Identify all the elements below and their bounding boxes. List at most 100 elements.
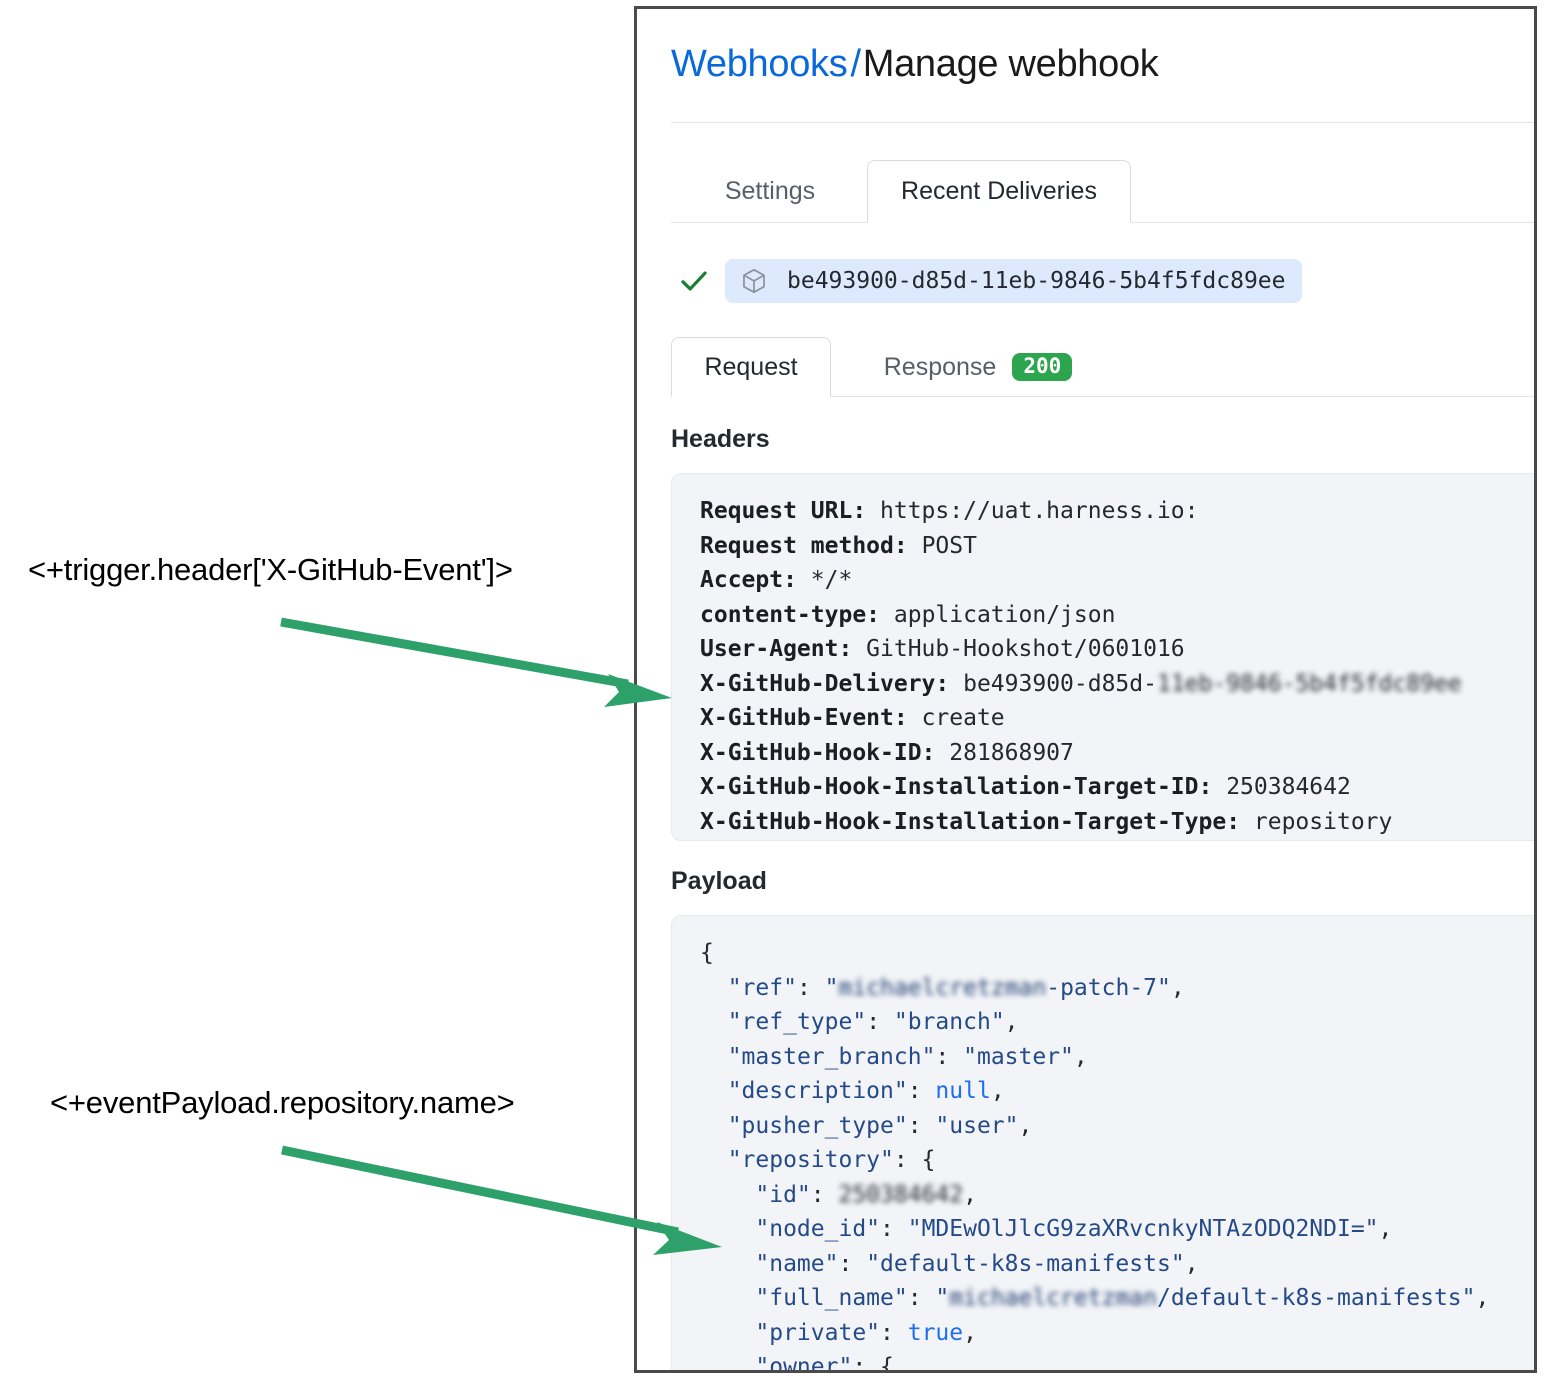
json-punct bbox=[700, 1354, 755, 1370]
json-punct: , bbox=[1004, 1009, 1019, 1035]
json-punct: , bbox=[963, 1181, 977, 1208]
payload-line: "ref": "michaelcretzman-patch-7", bbox=[700, 971, 1534, 1006]
header-key: User-Agent: bbox=[700, 636, 867, 662]
payload-line: "description": null, bbox=[700, 1074, 1534, 1109]
json-punct: : bbox=[880, 1216, 908, 1242]
webhook-detail-card: Webhooks/Manage webhook Settings Recent … bbox=[634, 6, 1537, 1373]
json-string: "default-k8s-manifests" bbox=[866, 1250, 1185, 1277]
tab-request[interactable]: Request bbox=[671, 337, 831, 397]
page-title: Webhooks/Manage webhook bbox=[671, 9, 1534, 85]
header-value: be493900-d85d- bbox=[963, 670, 1157, 697]
json-punct: : bbox=[880, 1319, 908, 1346]
json-punct: { bbox=[700, 940, 714, 966]
cube-icon bbox=[739, 266, 769, 296]
json-string: "branch" bbox=[893, 1009, 1005, 1035]
header-key: Request method: bbox=[700, 532, 922, 559]
json-punct: , bbox=[1475, 1285, 1490, 1311]
header-key: X-GitHub-Hook-Installation-Target-ID: bbox=[700, 774, 1227, 800]
breadcrumb-link-webhooks[interactable]: Webhooks bbox=[671, 43, 848, 85]
json-string: "user" bbox=[935, 1112, 1019, 1139]
json-string: "ref_type" bbox=[727, 1009, 867, 1035]
json-punct bbox=[700, 1182, 755, 1208]
header-value: GitHub-Hookshot/0601016 bbox=[866, 636, 1185, 662]
payload-line: "private": true, bbox=[700, 1316, 1534, 1351]
json-punct: : bbox=[838, 1250, 867, 1277]
payload-line: "owner": { bbox=[700, 1350, 1534, 1373]
payload-line: "full_name": "michaelcretzman/default-k8… bbox=[700, 1281, 1534, 1316]
json-string: "master" bbox=[963, 1043, 1074, 1070]
json-punct: : bbox=[907, 1112, 936, 1139]
json-string: "michaelcretzman/default-k8s-manifests" bbox=[935, 1285, 1475, 1311]
json-punct: , bbox=[1170, 974, 1185, 1001]
json-punct: : bbox=[796, 974, 825, 1001]
json-punct: : bbox=[907, 1285, 936, 1311]
json-string: "pusher_type" bbox=[727, 1112, 908, 1139]
tab-response-label: Response bbox=[883, 352, 997, 381]
json-literal: null bbox=[935, 1078, 991, 1104]
json-punct: , bbox=[1018, 1112, 1033, 1139]
header-line: X-GitHub-Delivery: be493900-d85d-11eb-98… bbox=[700, 667, 1534, 702]
json-punct bbox=[700, 1078, 728, 1104]
payload-line: "ref_type": "branch", bbox=[700, 1005, 1534, 1040]
header-line: X-GitHub-Hook-Installation-Target-Type: … bbox=[700, 805, 1534, 840]
tab-response[interactable]: Response 200 bbox=[833, 337, 1123, 397]
header-key: Request URL: bbox=[700, 498, 881, 524]
json-punct bbox=[700, 1044, 728, 1070]
redacted-text: michaelcretzman bbox=[949, 1285, 1157, 1311]
breadcrumb-current-page: Manage webhook bbox=[862, 43, 1159, 85]
json-literal: true bbox=[907, 1319, 964, 1346]
json-punct bbox=[700, 1113, 728, 1139]
tab-settings[interactable]: Settings bbox=[724, 177, 816, 205]
header-value: repository bbox=[1253, 808, 1393, 835]
header-value: application/json bbox=[893, 601, 1116, 628]
header-key: content-type: bbox=[700, 601, 894, 628]
delivery-id-chip[interactable]: be493900-d85d-11eb-9846-5b4f5fdc89ee bbox=[725, 259, 1302, 303]
tab-recent-deliveries[interactable]: Recent Deliveries bbox=[867, 160, 1131, 223]
section-label-headers: Headers bbox=[671, 425, 770, 453]
annotation-arrow-1 bbox=[280, 617, 672, 707]
delivery-summary-row[interactable]: be493900-d85d-11eb-9846-5b4f5fdc89ee bbox=[675, 259, 1302, 303]
json-string: "owner" bbox=[755, 1354, 853, 1373]
delivery-detail-tabs: Request Response 200 bbox=[671, 333, 1534, 397]
json-punct bbox=[700, 1320, 755, 1346]
section-label-payload: Payload bbox=[671, 867, 767, 895]
json-punct bbox=[700, 1216, 755, 1242]
webhook-tabs: Settings Recent Deliveries bbox=[671, 147, 1534, 223]
json-string: "name" bbox=[755, 1250, 839, 1277]
header-value: https://uat.harness.io: bbox=[880, 498, 1199, 524]
json-string: "MDEwOlJlcG9zaXRvcnkyNTAzODQ2NDI=" bbox=[907, 1216, 1379, 1242]
header-line: content-type: application/json bbox=[700, 598, 1534, 633]
header-line: X-GitHub-Hook-Installation-Target-ID: 25… bbox=[700, 770, 1534, 805]
payload-line: { bbox=[700, 936, 1534, 971]
json-string: "description" bbox=[727, 1078, 908, 1104]
json-number: 250384642 bbox=[838, 1182, 963, 1208]
webhook-detail-body: Webhooks/Manage webhook Settings Recent … bbox=[637, 9, 1534, 1373]
json-punct bbox=[700, 975, 728, 1001]
payload-line: "name": "default-k8s-manifests", bbox=[700, 1247, 1534, 1282]
header-value: create bbox=[921, 705, 1005, 731]
header-line: Accept: */* bbox=[700, 563, 1534, 598]
headers-panel: Request URL: https://uat.harness.io: Requ… bbox=[671, 473, 1534, 841]
header-line: User-Agent: GitHub-Hookshot/0601016 bbox=[700, 632, 1534, 667]
json-string: "michaelcretzman-patch-7" bbox=[825, 975, 1171, 1001]
inner-tabstrip-divider bbox=[671, 396, 1534, 397]
status-badge: 200 bbox=[1012, 353, 1073, 381]
json-string: "master_branch" bbox=[727, 1043, 936, 1070]
payload-line: "repository": { bbox=[700, 1143, 1534, 1178]
payload-line: "pusher_type": "user", bbox=[700, 1109, 1534, 1144]
redacted-text: michaelcretzman bbox=[838, 974, 1047, 1001]
json-string: "full_name" bbox=[755, 1285, 908, 1311]
payload-line: "id": 250384642, bbox=[700, 1178, 1534, 1213]
json-string: "repository" bbox=[727, 1147, 894, 1173]
json-punct: : { bbox=[852, 1354, 894, 1373]
json-punct: : { bbox=[893, 1147, 936, 1173]
json-punct bbox=[700, 1251, 755, 1277]
redacted-text: 250384642 bbox=[838, 1181, 964, 1208]
json-punct: , bbox=[990, 1078, 1005, 1104]
json-string: "id" bbox=[755, 1181, 811, 1208]
json-punct bbox=[700, 1009, 728, 1035]
header-value: 250384642 bbox=[1226, 774, 1351, 800]
header-key: X-GitHub-Delivery: bbox=[700, 670, 964, 697]
header-value: POST bbox=[921, 532, 977, 559]
json-punct: : bbox=[810, 1181, 839, 1208]
